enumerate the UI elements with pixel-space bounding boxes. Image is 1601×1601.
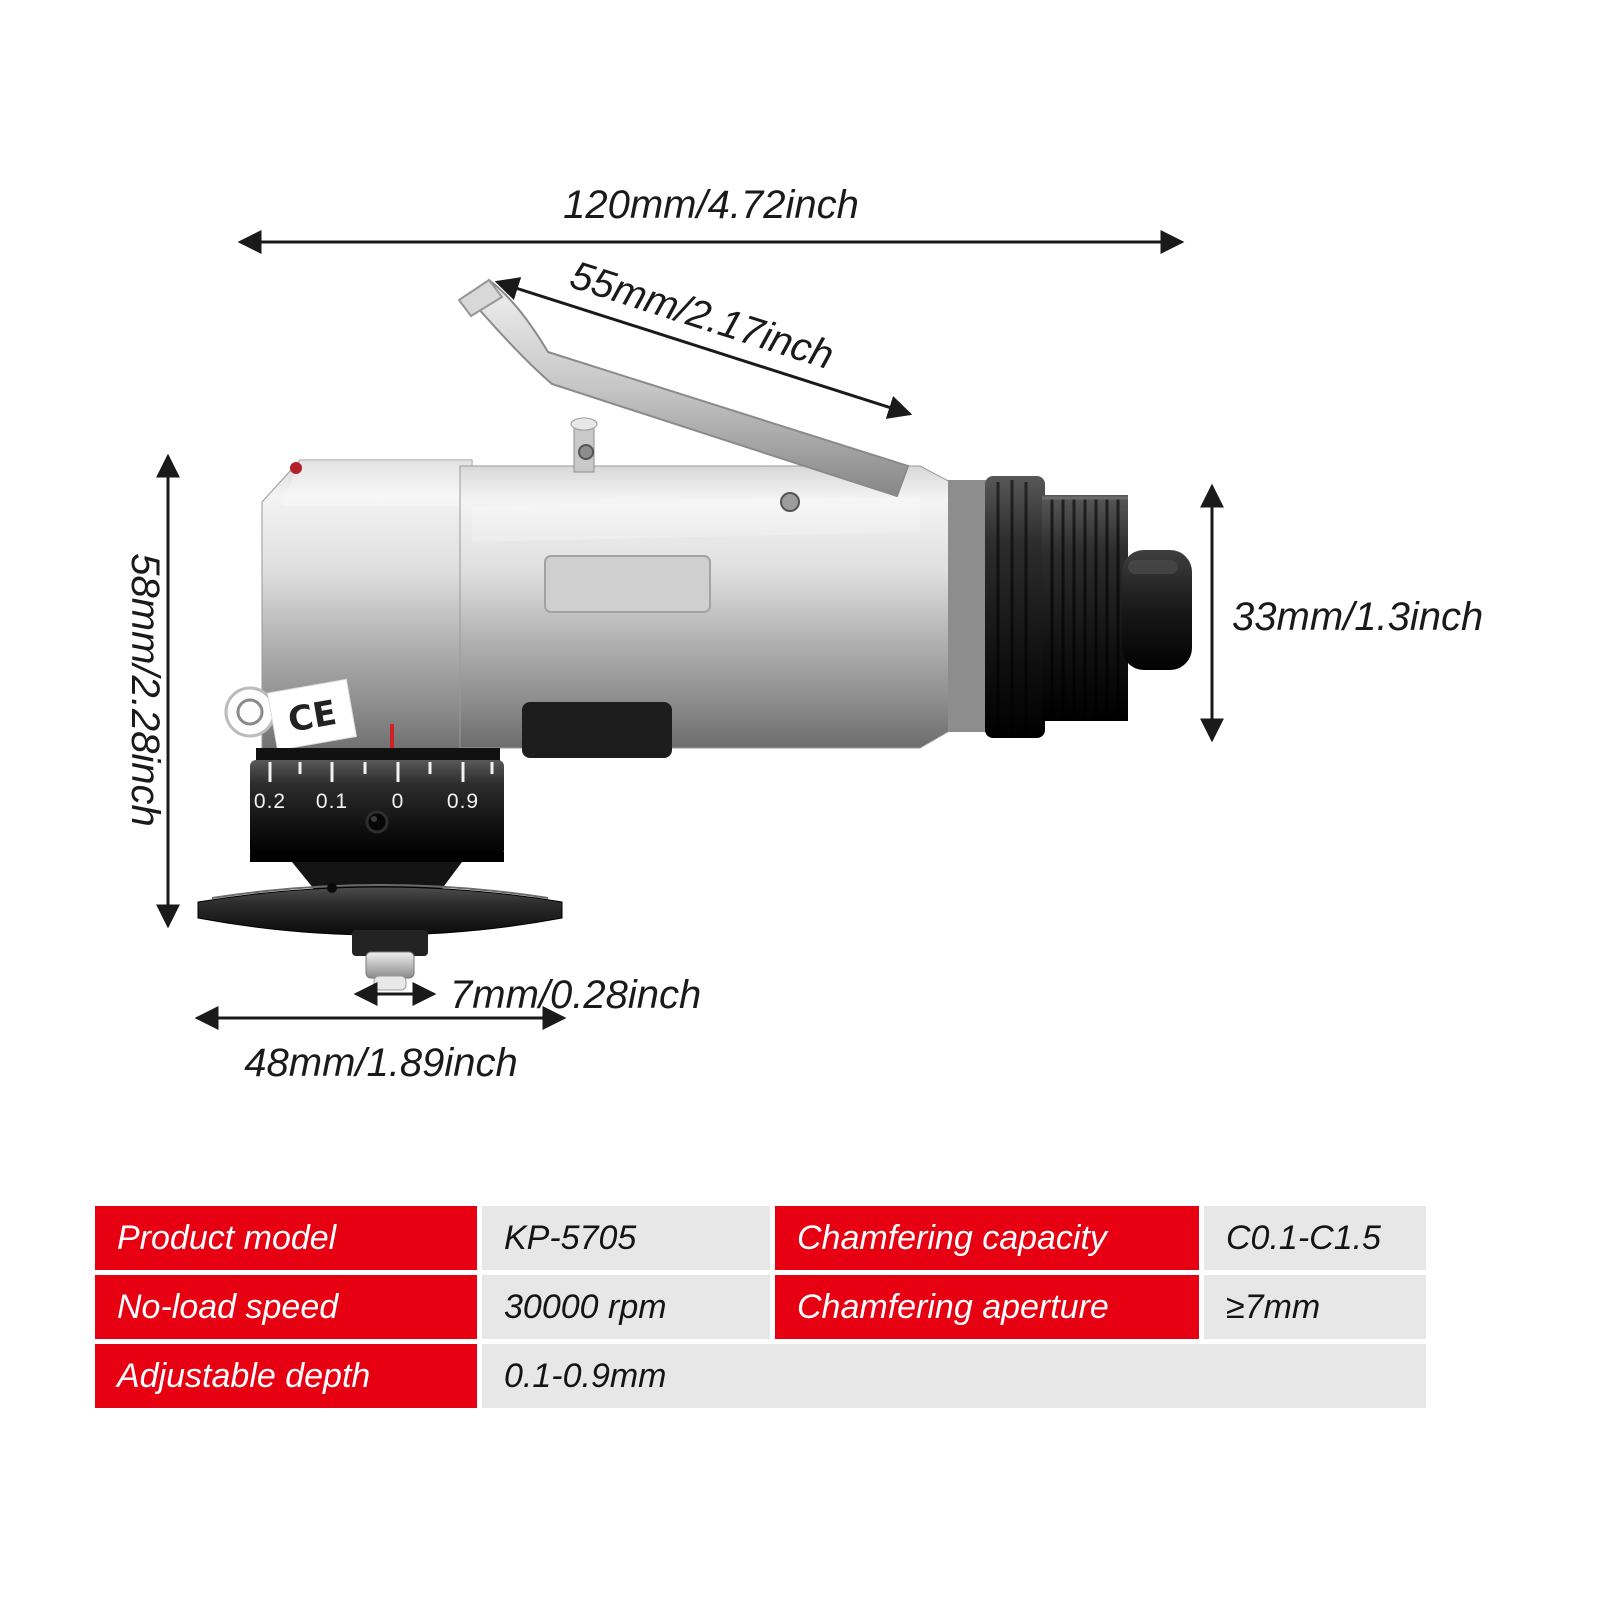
cutter-pin-cap — [373, 975, 407, 991]
spec-table: Product model KP-5705 Chamfering capacit… — [95, 1206, 1426, 1408]
lever-front-rivet — [578, 444, 594, 460]
dim-label-flange-width: 48mm/1.89inch — [244, 1041, 517, 1085]
red-dot-marking — [290, 462, 302, 474]
tool-body-panel — [544, 555, 711, 613]
tool-underside — [522, 702, 672, 758]
lever-pivot-rivet — [780, 492, 800, 512]
cutter-hub — [352, 930, 428, 956]
dial-indicator — [390, 724, 394, 760]
spec-label-no-load-speed: No-load speed — [95, 1275, 477, 1339]
spec-value-adjustable-depth: 0.1-0.9mm — [482, 1344, 1426, 1408]
tool-head-facet — [282, 460, 472, 506]
knurl-grooves — [1050, 498, 1120, 718]
dial-tick-label: 0 — [392, 790, 405, 813]
dim-label-overall-length: 120mm/4.72inch — [563, 183, 859, 227]
rear-ring-ribs — [996, 480, 1028, 734]
cutter-pin — [365, 951, 415, 979]
ce-mark-text: CE — [285, 693, 339, 741]
end-cap-highlight — [1128, 560, 1178, 574]
flange-screw — [327, 883, 337, 893]
flange-disc — [197, 886, 563, 936]
dim-label-body-height: 58mm/2.28inch — [123, 553, 167, 826]
spec-label-product-model: Product model — [95, 1206, 477, 1270]
dial-screw-highlight — [371, 816, 377, 822]
flange-top-highlight — [211, 884, 549, 899]
dial-ticks — [268, 762, 494, 782]
dial-tick-label: 0.1 — [316, 790, 348, 813]
dial-tick-label: 0.9 — [447, 790, 479, 813]
dial-screw — [365, 810, 389, 834]
valve-stem-top — [570, 417, 598, 431]
spec-value-chamfering-aperture: ≥7mm — [1204, 1275, 1426, 1339]
dim-label-cutter-width: 7mm/0.28inch — [450, 973, 701, 1017]
spec-label-chamfering-capacity: Chamfering capacity — [775, 1206, 1199, 1270]
spec-value-product-model: KP-5705 — [482, 1206, 770, 1270]
dial-tick-label: 0.2 — [254, 790, 286, 813]
rear-ribbed-ring — [985, 476, 1045, 738]
ce-label: CE — [266, 678, 357, 751]
depth-adjustment-dial: 0.2 0.1 0 0.9 — [250, 748, 504, 862]
spec-label-chamfering-aperture: Chamfering aperture — [775, 1275, 1199, 1339]
dim-label-rear-height: 33mm/1.3inch — [1232, 595, 1483, 639]
dim-arrow-lever-length — [494, 277, 913, 419]
spec-value-chamfering-capacity: C0.1-C1.5 — [1204, 1206, 1426, 1270]
round-logo — [224, 686, 276, 738]
tool-body-facet — [472, 496, 920, 542]
rear-end-cap — [1122, 550, 1192, 670]
spec-label-adjustable-depth: Adjustable depth — [95, 1344, 477, 1408]
chamfering-tool-illustration: CE 0.2 0.1 0 — [197, 278, 1192, 991]
spec-value-no-load-speed: 30000 rpm — [482, 1275, 770, 1339]
round-logo-inner — [236, 698, 264, 726]
